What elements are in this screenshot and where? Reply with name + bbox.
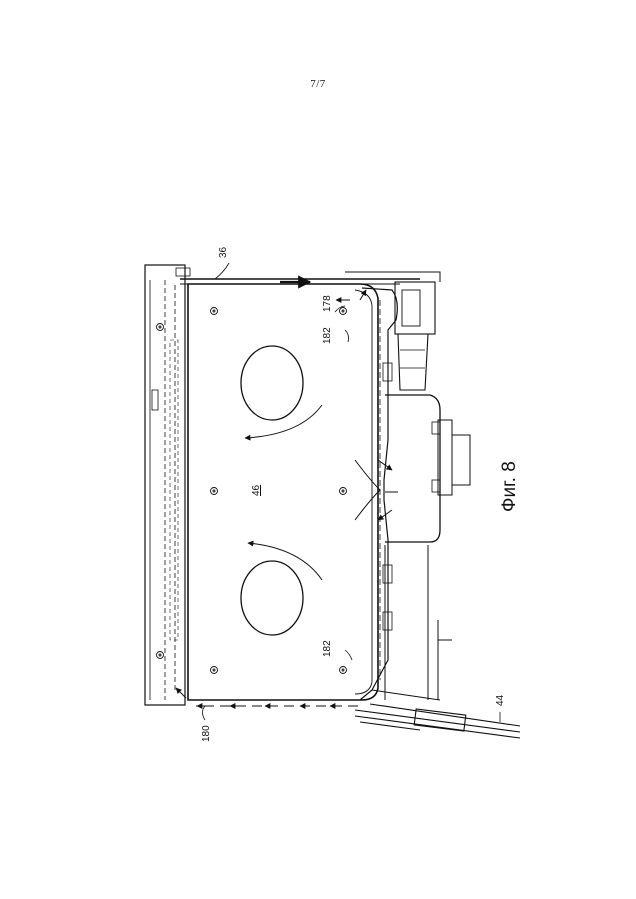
label-178: 178 (322, 295, 333, 312)
lower-fan-opening (241, 561, 303, 635)
label-44: 44 (495, 694, 506, 706)
bottom-airflow-arrows (176, 688, 358, 706)
lower-bracket (372, 545, 452, 700)
main-housing (157, 284, 379, 700)
blower-housing (385, 395, 470, 542)
side-duct (355, 288, 398, 700)
label-182-lower: 182 (322, 640, 333, 657)
label-182-upper: 182 (322, 327, 333, 344)
upper-motor (383, 282, 435, 390)
label-180: 180 (201, 725, 212, 742)
cable (355, 704, 520, 738)
figure-caption: Фиг. 8 (499, 461, 520, 512)
leader-lines (203, 263, 501, 722)
upper-fan-opening (241, 346, 303, 420)
label-36: 36 (218, 246, 229, 258)
label-46: 46 (251, 484, 262, 496)
front-panel (145, 265, 190, 705)
